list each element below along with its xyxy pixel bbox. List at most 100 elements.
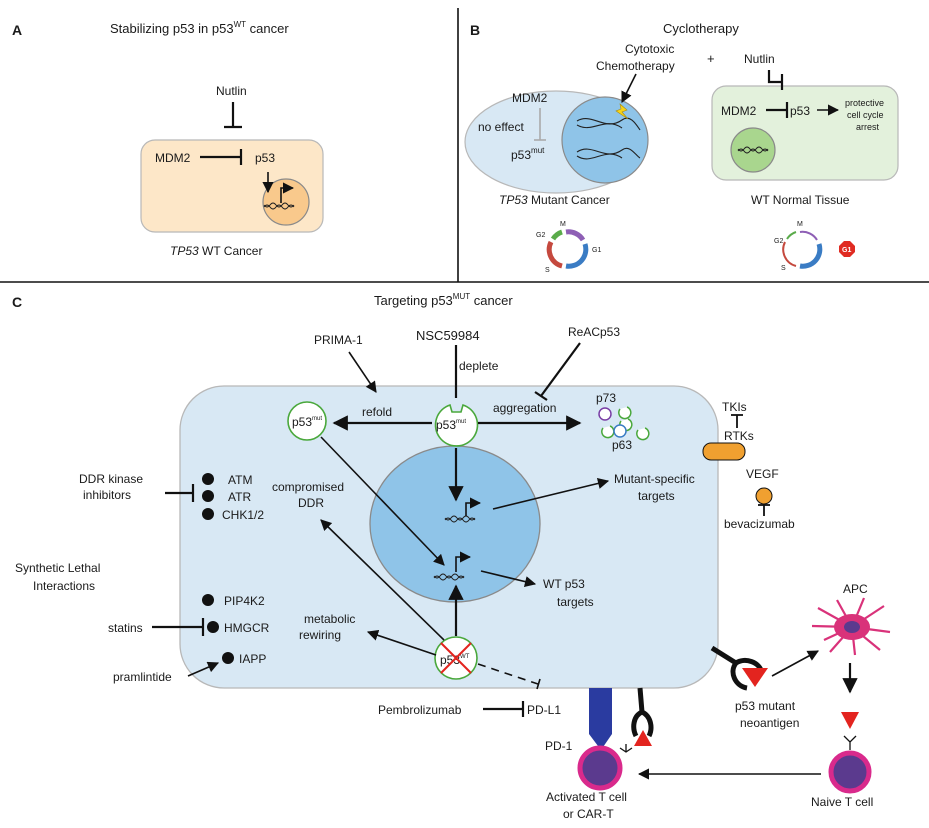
metabolic-label-1: metabolic <box>304 612 355 626</box>
iapp-dot <box>222 652 234 664</box>
dna-icon-b <box>737 148 769 154</box>
wt-targets-label-2: targets <box>557 595 594 609</box>
pip4k2-dot <box>202 594 214 606</box>
naive-t-cell-icon <box>828 750 872 794</box>
stop-sign-icon <box>839 241 855 257</box>
transcription-arrow-a <box>280 182 295 203</box>
hmgcr-label: HMGCR <box>224 621 270 635</box>
neoantigen-label-2: neoantigen <box>740 716 799 730</box>
panel-a-title: Stabilizing p53 in p53WT cancer <box>110 20 289 36</box>
cell-cycle-icon-right: M G2 S <box>774 221 823 272</box>
broken-dna-icon <box>576 117 641 131</box>
svg-text:M: M <box>797 221 803 228</box>
pip4k2-label: PIP4K2 <box>224 594 265 608</box>
ddr-inhibitors-label-1: DDR kinase <box>79 472 143 486</box>
activated-t-cell-label-2: or CAR-T <box>563 807 614 821</box>
pd1-label: PD-1 <box>545 739 573 753</box>
p73-p63-aggregate-icon <box>598 406 650 441</box>
atr-label: ATR <box>228 490 251 504</box>
nutlin-label-b: Nutlin <box>744 52 775 66</box>
pdl1-label: PD-L1 <box>527 703 561 717</box>
nutlin-label-a: Nutlin <box>216 84 247 98</box>
pdl1-receptor <box>589 688 612 750</box>
compromised-ddr-label-1: compromised <box>272 480 344 494</box>
pembrolizumab-label: Pembrolizumab <box>378 703 462 717</box>
chemo-label-2: Chemotherapy <box>596 59 675 73</box>
nsc-label: NSC59984 <box>416 328 480 343</box>
panel-c: C Targeting p53MUT cancer PRIMA-1 NSC599… <box>12 292 891 821</box>
chk-dot <box>202 508 214 520</box>
wt-targets-label-1: WT p53 <box>543 577 585 591</box>
apc-label: APC <box>843 582 868 596</box>
wt-cancer-label: TP53 WT Cancer <box>170 244 262 258</box>
synthetic-lethal-label-2: Interactions <box>33 579 95 593</box>
nucleus-a <box>262 178 310 226</box>
dna-icon-wt-targets <box>433 573 465 581</box>
p73-label: p73 <box>596 391 616 405</box>
mdm2-label-a: MDM2 <box>155 151 191 165</box>
panel-c-title: Targeting p53MUT cancer <box>374 292 513 308</box>
svg-text:G1: G1 <box>592 247 601 254</box>
svg-text:S: S <box>545 267 550 274</box>
panel-c-letter: C <box>12 294 22 310</box>
vegf-icon <box>755 487 773 505</box>
p53-mutant-icon <box>434 403 479 447</box>
apc-cell-icon <box>811 597 891 656</box>
panel-a: A Stabilizing p53 in p53WT cancer Nutlin… <box>12 20 324 258</box>
p53-label-b-right: p53 <box>790 104 810 118</box>
neoantigen-icon-apc <box>841 712 859 729</box>
chemo-label-1: Cytotoxic <box>625 42 674 56</box>
mdm2-label-b-left: MDM2 <box>512 91 548 105</box>
mutant-targets-label-1: Mutant-specific <box>614 472 695 486</box>
chk-label: CHK1/2 <box>222 508 264 522</box>
svg-text:G2: G2 <box>536 232 545 239</box>
protective-label-3: arrest <box>856 122 880 132</box>
protective-label-1: protective <box>845 98 884 108</box>
nucleus-b-normal <box>730 127 776 173</box>
svg-text:S: S <box>781 265 786 272</box>
activated-t-cell-label-1: Activated T cell <box>546 790 627 804</box>
p53-refolded-icon <box>287 401 327 441</box>
dna-icon-a <box>263 204 295 210</box>
refold-label: refold <box>362 405 392 419</box>
mdm2-label-b-right: MDM2 <box>721 104 757 118</box>
dna-icon-mutant-targets <box>444 515 476 523</box>
mhc-complex-icon <box>631 687 654 738</box>
cyclotherapy-title: Cyclotherapy <box>663 21 739 36</box>
aggregation-label: aggregation <box>493 401 556 415</box>
statins-label: statins <box>108 621 143 635</box>
panel-a-letter: A <box>12 22 22 38</box>
p53-mut-label-b: p53mut <box>511 146 545 162</box>
no-effect-label: no effect <box>478 120 524 134</box>
plus-sign: + <box>707 51 715 66</box>
tcr-icon-naive <box>843 735 857 750</box>
stop-sign-label: G1 <box>842 247 851 254</box>
activated-t-cell-icon <box>577 745 623 791</box>
panel-b: B Cyclotherapy Cytotoxic Chemotherapy + … <box>464 21 899 274</box>
rtks-label: RTKs <box>724 429 754 443</box>
protective-label-2: cell cycle <box>847 110 884 120</box>
p63-label: p63 <box>612 438 632 452</box>
bevacizumab-label: bevacizumab <box>724 517 795 531</box>
tcr-icon-activated <box>619 744 633 753</box>
p53-refolded-label: p53mut <box>292 415 322 429</box>
compromised-ddr-label-2: DDR <box>298 496 324 510</box>
vegf-label: VEGF <box>746 467 779 481</box>
atr-dot <box>202 490 214 502</box>
deplete-label: deplete <box>459 359 499 373</box>
svg-text:M: M <box>560 221 566 228</box>
cell-cycle-icon-left: M G2 G1 S <box>536 221 601 274</box>
hmgcr-dot <box>207 621 219 633</box>
panel-b-letter: B <box>470 22 480 38</box>
atm-dot <box>202 473 214 485</box>
tp53-mutant-cancer-label: TP53 Mutant Cancer <box>499 193 610 207</box>
tkis-label: TKIs <box>722 400 747 414</box>
prima-label: PRIMA-1 <box>314 333 363 347</box>
wt-normal-tissue-label: WT Normal Tissue <box>751 193 850 207</box>
nucleus-b-mutant <box>561 96 649 184</box>
neoantigen-icon-right <box>742 668 768 687</box>
lightning-icon <box>615 103 629 120</box>
p53-mutant-label: p53mut <box>436 418 466 432</box>
p53-label-a: p53 <box>255 151 275 165</box>
